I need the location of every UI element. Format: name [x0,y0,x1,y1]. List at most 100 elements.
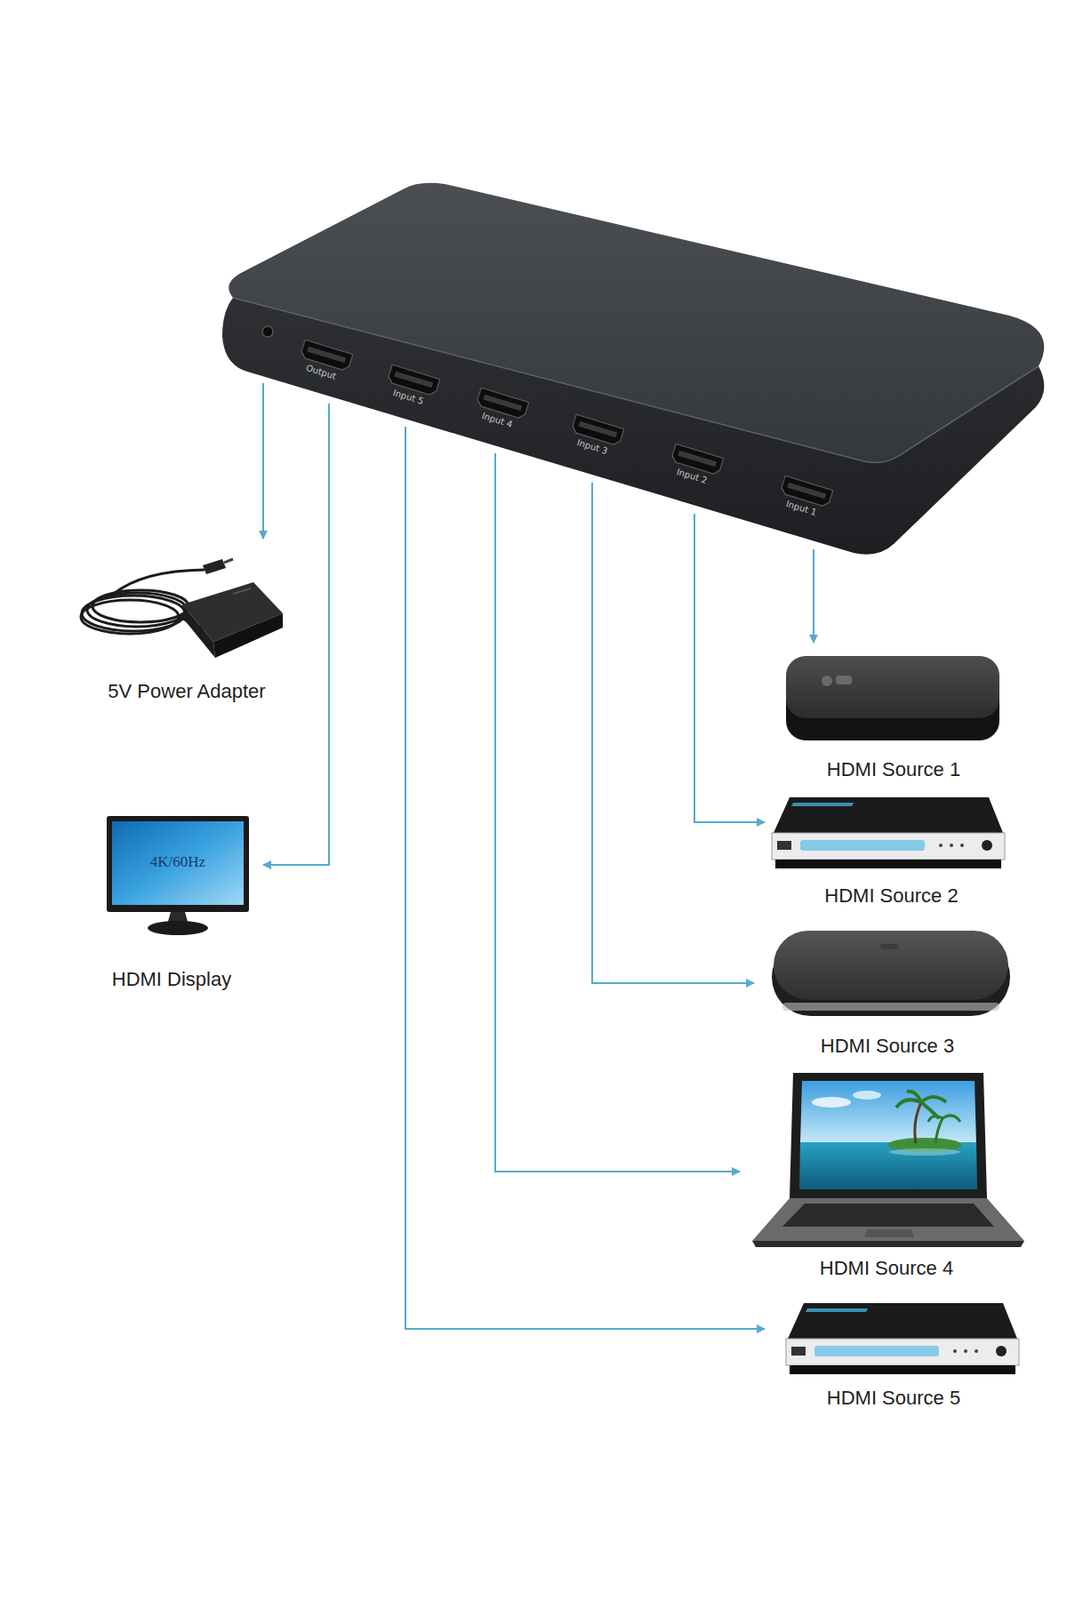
dvd-player [814,1346,939,1357]
power-adapter [92,590,189,623]
streaming-box [835,675,852,685]
laptop [752,1198,1025,1242]
dvd-player [981,840,993,851]
media-player [771,930,1011,1017]
device-label: HDMI Display [80,968,264,992]
source-node: HDMI Source 5 [764,1296,1023,1411]
monitor [147,921,209,936]
dvd-player [787,1303,1018,1340]
hdmi-port [482,394,522,412]
port-label-holder: Input 4 [461,414,533,427]
laptop [864,1229,915,1238]
media-player [782,1002,1000,1011]
power-adapter [213,613,283,658]
laptop [782,1203,995,1228]
hdmi-connector [592,482,755,984]
source-node: HDMI Source 1 [773,642,1014,782]
dvd-player [960,843,964,848]
laptop [800,1081,977,1144]
laptop [889,1148,961,1156]
dvd-player [805,1308,868,1313]
hdmi-port [577,421,618,439]
media-player [880,944,899,950]
dvd-player [938,843,943,848]
power-adapter [113,569,205,594]
port-label-holder: Input 3 [556,441,628,454]
dvd-player [777,841,792,851]
media-player [773,930,1009,1001]
port-label: Input 2 [656,460,729,494]
monitor [106,816,249,936]
source-node: HDMI Source 4 [739,1067,1034,1281]
device-label: HDMI Source 5 [764,1387,1023,1411]
dvd-player [786,1339,1019,1366]
dvd-player [791,802,854,807]
power-adapter [182,559,283,658]
laptop [752,1241,1025,1248]
dvd-player [995,1346,1007,1357]
streaming-box [821,675,833,687]
laptop [928,1115,961,1144]
dvd-player [949,843,954,848]
power-adapter [232,588,251,594]
port-label-holder: Output [285,366,357,379]
power-adapter-node: 5V Power Adapter [71,538,303,704]
hdmi-port [677,450,717,468]
switch-front [222,297,1044,555]
switch-edge [232,297,1039,463]
hdmi-connector [405,426,765,1330]
port-label: Input 1 [765,492,838,526]
device-label: HDMI Source 2 [764,884,1019,908]
power-jack [262,326,273,337]
label-holder: 4K/60Hz [112,853,244,872]
dvd-player [963,1349,968,1354]
dvd-player [800,840,925,851]
hdmi-switch: OutputInput 5 Input 4 Input 3 Input 2 Input … [219,177,1056,570]
power-adapter [80,600,179,634]
hdmi-connector [694,513,765,823]
hdmi-connector [812,549,815,643]
laptop [752,1073,1025,1248]
power-adapter [182,604,216,658]
device-label: 5V Power Adapter [71,680,303,704]
hdmi-port [306,346,346,364]
monitor [112,821,244,906]
screen-text: 4K/60Hz [112,853,244,872]
device-label: HDMI Source 1 [773,758,1014,782]
device-label: HDMI Source 4 [739,1257,1034,1281]
port-label: Input 4 [461,404,534,438]
source-node: HDMI Source 2 [764,789,1019,908]
laptop [914,1102,922,1144]
dvd-player [786,1303,1019,1375]
port-label-holder: Input 2 [656,470,728,483]
device-label: HDMI Source 3 [754,1034,1021,1059]
hdmi-port [786,482,827,500]
power-adapter [224,559,233,563]
display-node: HDMI Display [80,804,264,992]
dvd-player [775,859,1002,869]
streaming-box [786,656,1000,719]
hdmi-switch [222,183,1044,555]
dvd-player [953,1349,957,1354]
port-label-holder: Input 1 [765,502,837,515]
dvd-player [974,1349,979,1354]
hdmi-connector [495,453,740,1172]
hdmi-port [393,371,434,389]
dvd-player [789,1365,1016,1375]
hdmi-connector [262,383,265,539]
port-label-holder: Input 5 [372,391,444,404]
port-label: Output [285,356,358,390]
port-label: Input 3 [556,431,629,465]
power-adapter [202,559,226,575]
dvd-player [791,1347,806,1356]
streaming-box [786,656,1000,741]
dvd-player [773,797,1003,834]
dvd-player [771,833,1005,860]
monitor [106,816,249,913]
laptop [852,1091,882,1100]
source-node: HDMI Source 3 [754,924,1021,1059]
hdmi-connector [263,403,329,866]
